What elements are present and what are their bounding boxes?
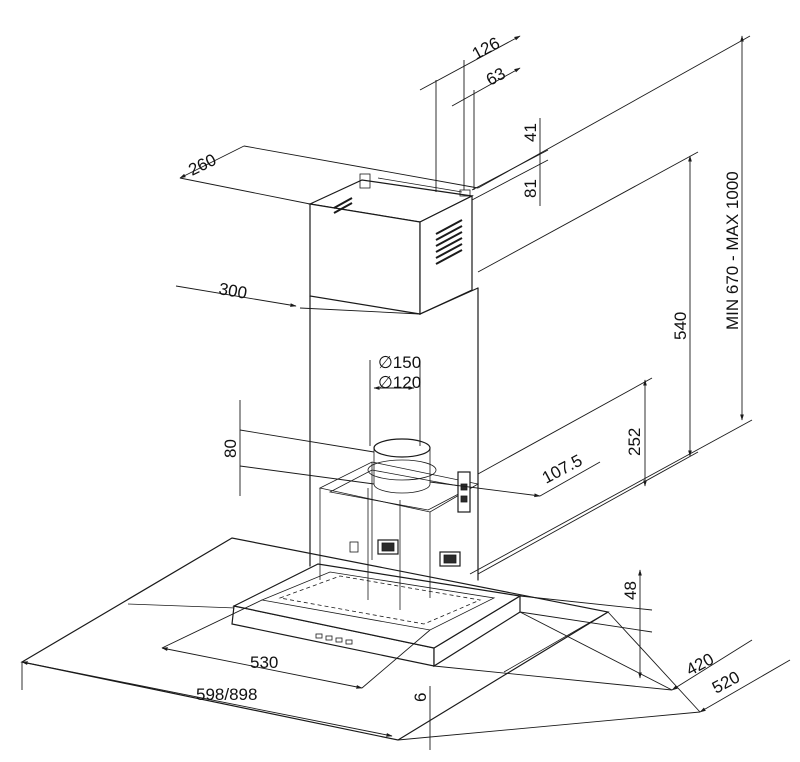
- dim-598-898: 598/898: [196, 685, 257, 704]
- dim-6: 6: [411, 693, 430, 702]
- dim-420: 420: [683, 649, 717, 679]
- dim-min-max: MIN 670 - MAX 1000: [723, 171, 742, 330]
- dim-260: 260: [185, 150, 219, 180]
- vent-grille-left: [333, 197, 353, 214]
- dim-107-5: 107.5: [539, 451, 585, 488]
- hood-body: [231, 563, 522, 668]
- dimension-lines: [21, 35, 791, 750]
- dim-41: 41: [521, 123, 540, 142]
- duct-collar: [367, 438, 437, 494]
- dim-252: 252: [625, 428, 644, 456]
- dim-540: 540: [671, 312, 690, 340]
- dim-126: 126: [469, 33, 503, 63]
- dim-duct-120: ∅120: [378, 373, 421, 392]
- vent-grille-right: [435, 219, 463, 265]
- chimney: [307, 173, 479, 581]
- dim-80: 80: [221, 439, 240, 458]
- dim-520: 520: [709, 667, 743, 697]
- dim-81: 81: [521, 179, 540, 198]
- dim-530: 530: [250, 653, 278, 672]
- dim-63: 63: [483, 64, 509, 90]
- dim-300: 300: [217, 279, 248, 303]
- control-buttons: [315, 633, 353, 645]
- dim-48: 48: [621, 581, 640, 600]
- dim-duct-150: ∅150: [378, 353, 421, 372]
